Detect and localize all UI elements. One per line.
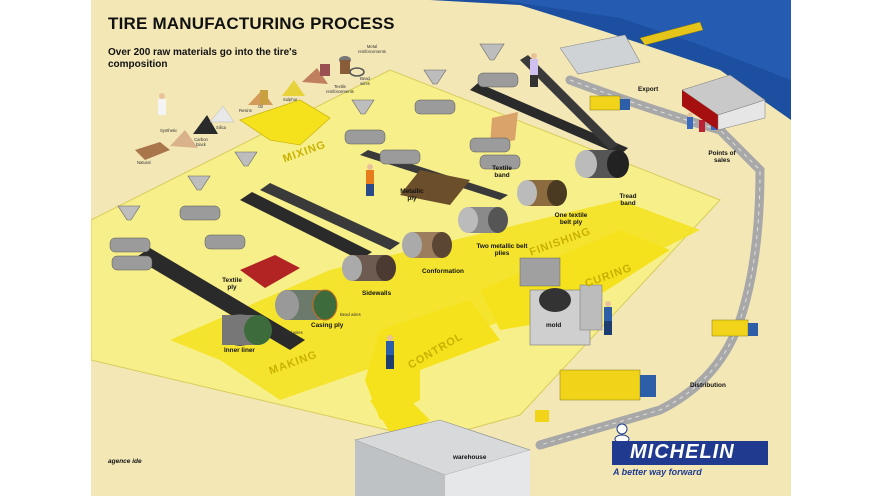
mixer-machine (179, 205, 221, 221)
label-silica: Silica (216, 125, 227, 130)
truck-loading (535, 369, 656, 422)
agency-credit: agence ide (108, 458, 142, 465)
tread-band-drum (575, 150, 629, 178)
label-oil: Oil (258, 104, 264, 109)
mixer-funnel (187, 175, 211, 191)
mixer-funnel (351, 99, 375, 115)
label-export: Export (638, 86, 659, 93)
label-natural: Natural (137, 160, 151, 165)
warehouse-building (353, 419, 532, 496)
label-mold: mold (546, 322, 562, 329)
shop-building (681, 74, 766, 131)
label-conformation: Conformation (422, 268, 464, 275)
label-textile-band: Textile band (492, 165, 512, 179)
label-bead-wires-upper: Bead wires (340, 312, 361, 317)
two-metallic-belt-plies-drum (458, 207, 508, 233)
label-points-of-sales: Points of sales (708, 150, 736, 164)
process-illustration (91, 0, 791, 496)
label-distribution: Distribution (690, 382, 726, 389)
label-two-metallic-belt-plies: Two metallic belt plies (476, 243, 528, 257)
label-textile-ply: Textile ply (222, 277, 242, 291)
making-arrow (170, 200, 700, 400)
control-arrow (365, 300, 500, 420)
sidewalls-drum (342, 255, 396, 281)
label-resins: Resins (239, 108, 252, 113)
truck-distribution (711, 319, 758, 337)
label-bead-wires-lower: Bead wires (282, 330, 303, 335)
label-sidewalls: Sidewalls (362, 290, 392, 297)
mixing-arrow (239, 99, 331, 146)
label-metal-reinforcements: Metal reinforcements (358, 44, 386, 54)
label-synthetic: Synthetic (160, 128, 178, 133)
mixer-machine (414, 99, 456, 115)
label-bead-wires: Bead wires (360, 76, 370, 86)
michelin-tagline: A better way forward (613, 467, 702, 477)
metallic-ply-sheet (400, 170, 470, 205)
conformation-drum (402, 232, 452, 258)
michelin-logo-box (612, 441, 768, 465)
textile-band-sheet (490, 112, 518, 146)
raw-material-piles (135, 56, 365, 160)
label-metallic-ply: Metallic ply (400, 188, 424, 202)
michelin-logo-text: MICHELIN (630, 441, 735, 463)
label-textile-reinforcements: Textile reinforcements (326, 84, 354, 94)
ship (639, 21, 704, 46)
curing-arrow (480, 230, 670, 330)
dock-building (559, 34, 641, 75)
mixer-funnel (234, 151, 258, 167)
mixer-machine (109, 237, 151, 253)
page-subtitle: Over 200 raw materials go into the tire'… (108, 47, 298, 70)
mixer-machine (477, 72, 519, 88)
label-carbon-black: Carbon black (194, 137, 208, 147)
label-tread-band: Tread band (619, 193, 637, 207)
mixer-machine (344, 129, 386, 145)
mixer-funnel (117, 205, 141, 221)
label-warehouse: warehouse (453, 454, 487, 461)
casing-ply-drum (275, 289, 338, 321)
one-textile-belt-ply-drum (517, 180, 567, 206)
mixer-funnel (423, 69, 447, 85)
curing-press (519, 257, 603, 346)
page-title: TIRE MANUFACTURING PROCESS (108, 14, 395, 33)
red-arrow (240, 255, 300, 288)
mixer-funnel (479, 43, 505, 61)
label-inner-liner: Inner liner (224, 347, 255, 354)
label-casing-ply: Casing ply (311, 322, 344, 329)
truck-top (589, 95, 630, 111)
inner-liner-drum (222, 314, 272, 346)
label-sulphur: Sulphur (283, 97, 298, 102)
label-one-textile-belt-ply: One textile belt ply (554, 212, 588, 226)
poster-background (91, 0, 791, 496)
